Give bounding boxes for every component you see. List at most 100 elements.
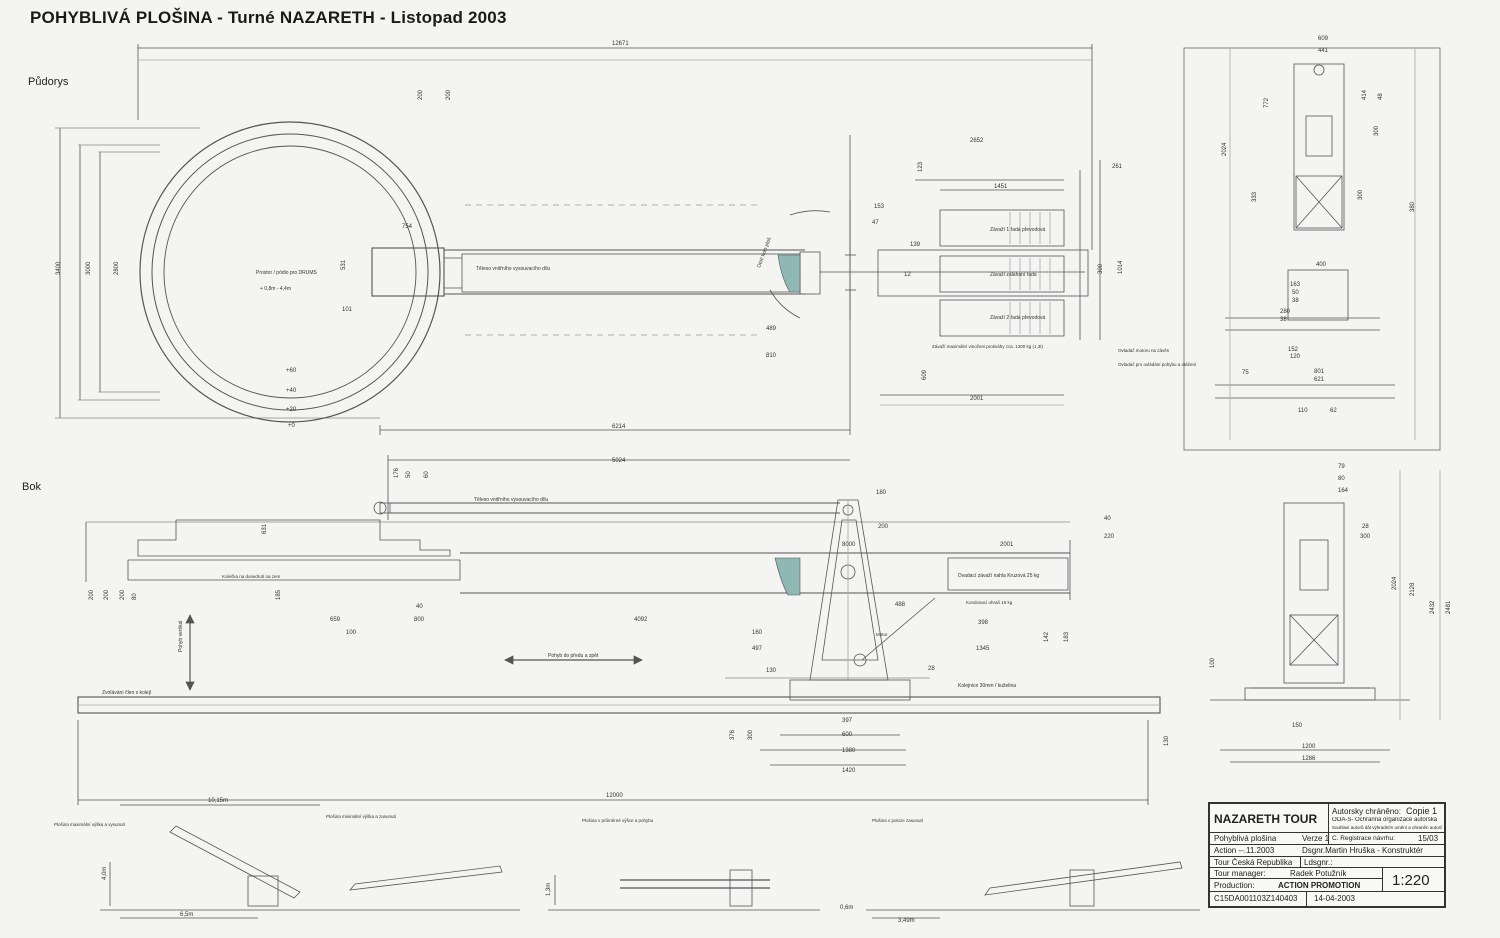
dim-side-80: 80 [132, 593, 138, 600]
dim-side-130b: 130 [1164, 735, 1170, 746]
plan-view [55, 44, 1101, 435]
dim-plan-531: 531 [341, 259, 347, 270]
title-block-scale: 1:220 [1392, 872, 1430, 889]
label-drums: Prostor / pódio pro DRUMS [256, 270, 318, 276]
label-weight-mid: Závaží zálahání řada [990, 272, 1037, 278]
label-side-motor: Motor [876, 632, 888, 637]
dim-plan-3400: 3400 [56, 261, 62, 275]
dim-plan-1014: 1014 [1118, 260, 1124, 274]
dim-side-176: 176 [394, 467, 400, 478]
dim-plan-2800: 2800 [114, 261, 120, 275]
dim-right-164: 164 [1338, 488, 1349, 494]
dim-right-38b: 38 [1280, 317, 1287, 323]
label-arm-plan: Těleso vnitřního vysouvacího dílu [476, 266, 550, 272]
dim-plan-2652: 2652 [970, 138, 984, 144]
dim-side-200b: 200 [104, 589, 110, 600]
dim-plan-754: 754 [402, 224, 413, 230]
dim-right-50: 50 [1292, 290, 1299, 296]
note-min-height: Plošina minimální výška a zasunutí [326, 814, 397, 819]
dim-side-200c: 200 [120, 589, 126, 600]
dim-side-40b: 40 [416, 604, 423, 610]
dim-right-2432: 2432 [1430, 600, 1436, 614]
label-vertical: Pohyb vertikal [178, 621, 184, 652]
title-block-prod-label: Production: [1214, 881, 1255, 890]
dim-side-5024: 5024 [612, 458, 626, 464]
title-block-tm: Radek Potužník [1290, 869, 1347, 878]
label-clamp: Kondosací ohraň 16 kg [966, 600, 1013, 605]
dim-plan-101: 101 [342, 307, 353, 313]
dim-side-497: 497 [752, 646, 763, 652]
dim-right-62: 62 [1330, 408, 1337, 414]
dim-right-1286: 1286 [1302, 756, 1316, 762]
dim-plan-0: +0 [288, 423, 296, 429]
dim-right-414: 414 [1362, 89, 1368, 100]
title-block-reg-label: Č. Registrace návrhu: [1332, 835, 1395, 842]
label-swing: Otoč kolo ploš. [756, 236, 773, 269]
dim-plan-139: 139 [910, 242, 921, 248]
title-block-rights-label: Autorsky chráněno: [1332, 807, 1401, 816]
drawing-title: POHYBLIVÁ PLOŠINA - Turné NAZARETH - Lis… [30, 8, 507, 27]
dim-right-300: 300 [1374, 125, 1380, 136]
side-view-label: Bok [22, 481, 41, 493]
dim-bottom-10-15: 10,15m [208, 798, 228, 804]
dim-right-2128: 2128 [1410, 582, 1416, 596]
arm-cone-side [774, 557, 801, 596]
dim-side-40: 40 [1104, 516, 1111, 522]
dim-right-150: 150 [1292, 723, 1303, 729]
dim-plan-609: 609 [922, 369, 928, 380]
dim-right-609: 609 [1318, 36, 1329, 42]
title-block-oss: OOA-S- Ochranná organizace autorská [1332, 817, 1438, 823]
dim-right-1200: 1200 [1302, 744, 1316, 750]
label-move: Pohyb do předu a zpět [548, 653, 599, 659]
dim-plan-2001: 2001 [970, 396, 984, 402]
label-arm-side: Těleso vnitřního vysouvacího dílu [474, 497, 548, 503]
dim-plan-153: 153 [874, 204, 885, 210]
title-block-design: Dsgnr.Martin Hruška - Konstruktér [1302, 846, 1423, 855]
dim-side-60: 60 [424, 471, 430, 478]
label-rail: Zvolávání člen s kolejí [102, 690, 152, 696]
title-block-tm-label: Tour manager: [1214, 869, 1266, 878]
label-rail2: Kolejnice 30mm / kuželina [958, 683, 1016, 689]
dim-side-600: 600 [842, 732, 853, 738]
dim-right-s2024: 2024 [1392, 576, 1398, 590]
dim-bottom-3-49: 3,49m [898, 918, 915, 924]
note-max-height: Plošina maximální výška a vysunutí [54, 822, 126, 827]
dim-plan-20: +20 [286, 407, 297, 413]
dim-right-380: 380 [1410, 201, 1416, 212]
dim-right-75: 75 [1242, 370, 1249, 376]
dim-side-659: 659 [330, 617, 341, 623]
dim-right-100: 100 [1210, 657, 1216, 668]
dim-right-163: 163 [1290, 282, 1301, 288]
dim-side-4092: 4092 [634, 617, 648, 623]
dim-right-120: 120 [1290, 354, 1301, 360]
title-block-reg: 15/03 [1418, 834, 1439, 843]
dim-right-48: 48 [1378, 93, 1384, 100]
dim-right-152: 152 [1288, 347, 1299, 353]
title-block-ldsgnr: Ldsgnr.: [1304, 858, 1333, 867]
dim-side-800: 800 [414, 617, 425, 623]
dim-plan-200a: 200 [418, 89, 424, 100]
dim-side-397: 397 [842, 718, 853, 724]
dim-side-1380: 1380 [842, 748, 856, 754]
label-wheel: Kolečka na dosedrutí na zem [222, 574, 281, 579]
dim-right-300b: 300 [1358, 189, 1364, 200]
dim-side-200a: 200 [89, 589, 95, 600]
dim-bottom-4-0: 4,0m [102, 867, 108, 880]
title-block: NAZARETH TOUR Autorsky chráněno: Copie 1… [1208, 802, 1446, 908]
title-block-tour: Tour Česká Republika [1214, 858, 1293, 867]
note-retracted: Plošina v poloze zasunutí [872, 818, 924, 823]
dim-side-28: 28 [928, 666, 935, 672]
dim-side-200: 200 [878, 524, 889, 530]
dim-side-300: 300 [748, 729, 754, 740]
title-block-code: C15DA001103Z140403 [1214, 894, 1298, 903]
label-weight-2: Závaží 2 řada převodová [990, 315, 1046, 321]
dim-side-130: 130 [766, 668, 777, 674]
title-block-project: NAZARETH TOUR [1214, 812, 1318, 826]
dim-plan-40: +40 [286, 388, 297, 394]
dim-side-142: 142 [1044, 631, 1050, 642]
title-block-date: 14-04-2003 [1314, 894, 1355, 903]
dim-bottom-1-3: 1,3m [546, 883, 552, 896]
dim-right-621: 621 [1314, 377, 1325, 383]
